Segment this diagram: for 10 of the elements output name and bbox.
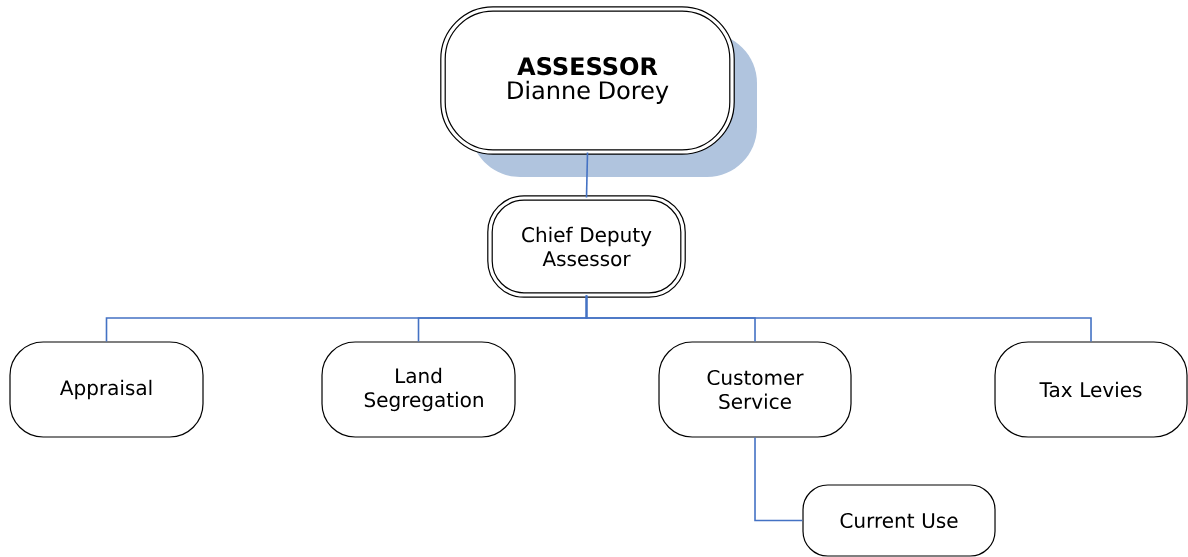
connector-line <box>754 436 804 522</box>
org-box: Current Use <box>802 484 996 557</box>
org-box: Appraisal <box>9 341 204 438</box>
connector-line <box>585 151 589 199</box>
connector-line <box>585 294 1092 343</box>
org-box: ASSESSOR Dianne Dorey <box>440 6 757 177</box>
org-box: Tax Levies <box>994 341 1188 438</box>
org-box: Customer Service <box>658 341 852 438</box>
org-box: Chief Deputy Assessor <box>487 195 686 298</box>
org-box: Land Segregation <box>321 341 516 438</box>
